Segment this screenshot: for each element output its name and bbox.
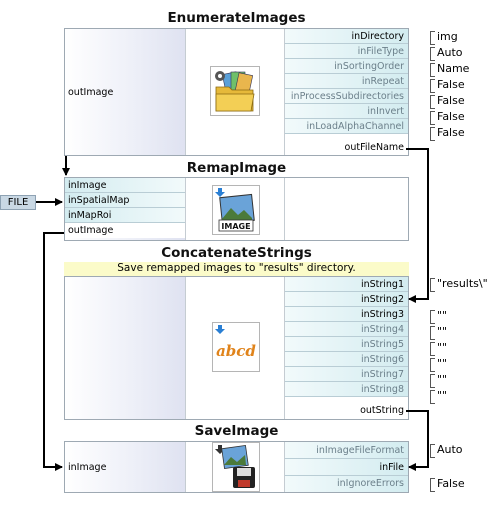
image-icon: IMAGE xyxy=(212,185,260,235)
remap-in-map-roi-port[interactable]: inMapRoi xyxy=(65,208,185,223)
value-bracket xyxy=(430,444,435,458)
save-in-image-port[interactable]: inImage xyxy=(68,462,107,473)
enumerate-out-image-port[interactable]: outImage xyxy=(68,87,114,98)
in-string7-value[interactable]: "" xyxy=(437,373,448,386)
value-bracket xyxy=(430,310,435,324)
in-repeat-value[interactable]: False xyxy=(437,78,465,91)
in-load-alpha-channel-port[interactable]: inLoadAlphaChannel xyxy=(285,119,408,134)
in-directory-value[interactable]: img xyxy=(437,30,458,43)
concatenate-comment: Save remapped images to "results" direct… xyxy=(64,262,409,276)
in-string2-port[interactable]: inString2 xyxy=(285,292,408,307)
connection-filename-to-string2 xyxy=(406,148,429,303)
in-process-subdirectories-value[interactable]: False xyxy=(437,94,465,107)
in-invert-value[interactable]: False xyxy=(437,110,465,123)
save-input-ports: inImageFileFormat inFile inIgnoreErrors xyxy=(285,442,408,492)
in-image-file-format-value[interactable]: Auto xyxy=(437,443,463,456)
in-string7-port[interactable]: inString7 xyxy=(285,367,408,382)
value-bracket xyxy=(430,95,435,109)
in-ignore-errors-port[interactable]: inIgnoreErrors xyxy=(285,476,408,492)
concatenate-strings-title: ConcatenateStrings xyxy=(161,245,312,261)
save-left-panel xyxy=(65,442,185,492)
enumerate-input-ports: inDirectory inFileType inSortingOrder in… xyxy=(285,29,408,155)
in-string8-port[interactable]: inString8 xyxy=(285,382,408,397)
remap-out-image-port[interactable]: outImage xyxy=(65,223,185,238)
in-image-file-format-port[interactable]: inImageFileFormat xyxy=(285,442,408,459)
save-image-icon xyxy=(212,442,260,492)
value-bracket xyxy=(430,478,435,492)
abcd-icon-text: abcd xyxy=(216,342,256,360)
concatenate-left-panel xyxy=(65,277,185,419)
value-bracket xyxy=(430,63,435,77)
out-file-name-port[interactable]: outFileName xyxy=(285,140,408,155)
value-bracket xyxy=(430,127,435,141)
folder-images-icon xyxy=(210,66,260,116)
in-string4-value[interactable]: "" xyxy=(437,325,448,338)
remap-image-node[interactable]: inImage inSpatialMap inMapRoi outImage I… xyxy=(64,177,409,241)
abcd-icon: abcd xyxy=(212,322,260,372)
in-string5-value[interactable]: "" xyxy=(437,341,448,354)
value-bracket xyxy=(430,374,435,388)
enumerate-images-title: EnumerateImages xyxy=(167,10,306,26)
in-string6-port[interactable]: inString6 xyxy=(285,352,408,367)
concatenate-strings-node[interactable]: abcd inString1 inString2 inString3 inStr… xyxy=(64,276,409,420)
in-string3-value[interactable]: "" xyxy=(437,309,448,322)
connection-outstring-to-infile xyxy=(406,410,429,471)
remap-in-image-port[interactable]: inImage xyxy=(65,178,185,193)
in-string8-value[interactable]: "" xyxy=(437,389,448,402)
value-bracket xyxy=(430,358,435,372)
in-repeat-port[interactable]: inRepeat xyxy=(285,74,408,89)
in-ignore-errors-value[interactable]: False xyxy=(437,477,465,490)
in-process-subdirectories-port[interactable]: inProcessSubdirectories xyxy=(285,89,408,104)
save-image-title: SaveImage xyxy=(194,423,279,439)
value-bracket xyxy=(430,31,435,45)
enumerate-left-panel xyxy=(65,29,185,155)
save-image-node[interactable]: inImage inImageFileFormat inFile inIgnor… xyxy=(64,441,409,493)
enumerate-images-node[interactable]: outImage inDirectory inFileType inSortin… xyxy=(64,28,409,156)
file-source-button[interactable]: FILE xyxy=(0,195,36,210)
in-file-type-port[interactable]: inFileType xyxy=(285,44,408,59)
in-string6-value[interactable]: "" xyxy=(437,357,448,370)
concatenate-input-ports: inString1 inString2 inString3 inString4 … xyxy=(285,277,408,418)
value-bracket xyxy=(430,342,435,356)
remap-image-title: RemapImage xyxy=(186,160,287,176)
in-directory-port[interactable]: inDirectory xyxy=(285,29,408,44)
in-sorting-order-value[interactable]: Name xyxy=(437,62,470,75)
in-file-port[interactable]: inFile xyxy=(285,459,408,476)
in-string1-port[interactable]: inString1 xyxy=(285,277,408,292)
value-bracket xyxy=(430,111,435,125)
in-load-alpha-channel-value[interactable]: False xyxy=(437,126,465,139)
value-bracket xyxy=(430,278,435,292)
value-bracket xyxy=(430,79,435,93)
value-bracket xyxy=(430,326,435,340)
in-sorting-order-port[interactable]: inSortingOrder xyxy=(285,59,408,74)
remap-in-spatial-map-port[interactable]: inSpatialMap xyxy=(65,193,185,208)
value-bracket xyxy=(430,47,435,61)
in-string3-port[interactable]: inString3 xyxy=(285,307,408,322)
image-icon-text: IMAGE xyxy=(221,222,250,231)
remap-input-ports: inImage inSpatialMap inMapRoi outImage xyxy=(65,178,185,238)
in-string4-port[interactable]: inString4 xyxy=(285,322,408,337)
in-invert-port[interactable]: inInvert xyxy=(285,104,408,119)
connection-remap-to-save xyxy=(43,232,64,471)
in-string5-port[interactable]: inString5 xyxy=(285,337,408,352)
in-string1-value[interactable]: "results\" xyxy=(437,277,488,290)
value-bracket xyxy=(430,390,435,404)
out-string-port[interactable]: outString xyxy=(285,403,408,418)
in-file-type-value[interactable]: Auto xyxy=(437,46,463,59)
